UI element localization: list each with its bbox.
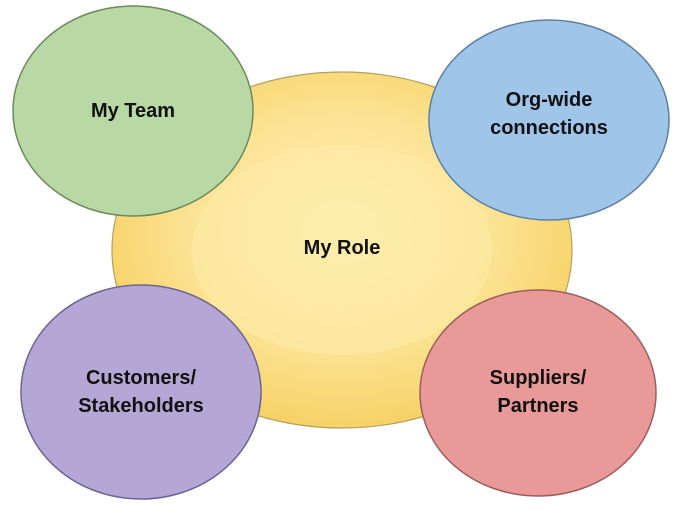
customers-label: Customers/ Stakeholders (78, 367, 204, 417)
team-label: My Team (90, 100, 176, 122)
customers-ellipse (20, 284, 262, 500)
team-ellipse (12, 5, 254, 217)
center-inner-glow (192, 145, 492, 355)
suppliers-ellipse (419, 289, 657, 497)
org-wide-label: Org-wide connections (490, 89, 608, 139)
center-label: My Role (303, 237, 381, 259)
suppliers-label: Suppliers/ Partners (489, 367, 587, 417)
org-wide-ellipse (428, 19, 670, 221)
